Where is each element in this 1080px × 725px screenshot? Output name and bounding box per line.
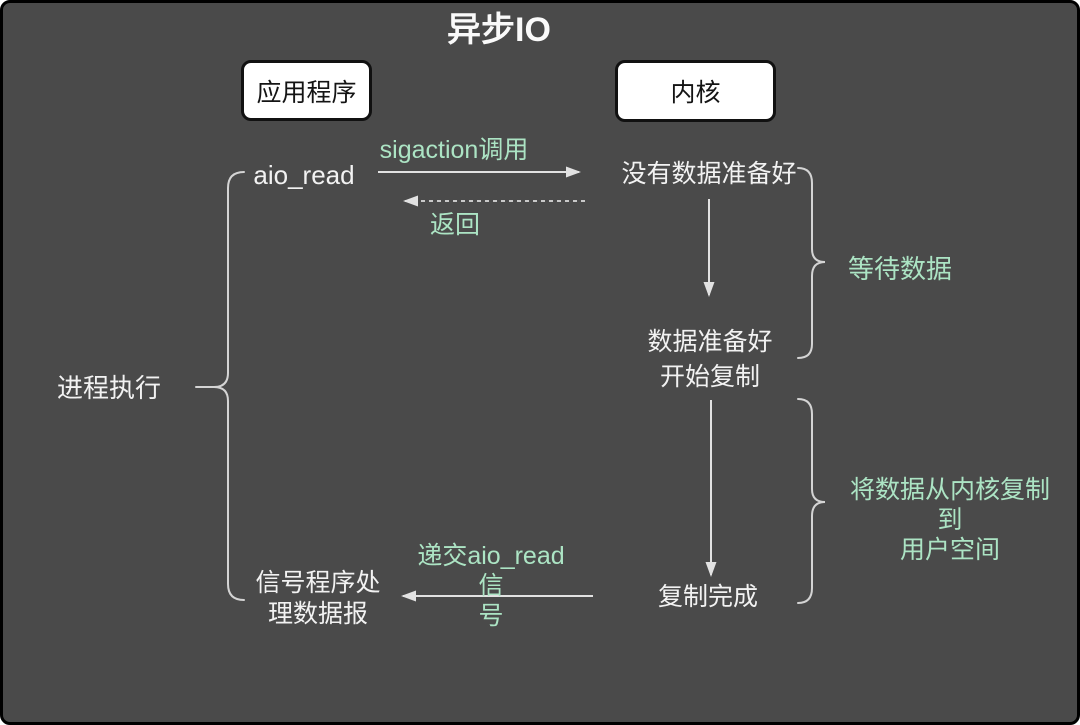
node-data-ready-start-copy: 数据准备好 开始复制 xyxy=(647,328,773,391)
node-copy-complete: 复制完成 xyxy=(657,583,758,611)
node-no-data-ready: 没有数据准备好 xyxy=(621,160,797,188)
node-aio-read: aio_read xyxy=(253,160,355,190)
brace-process-execution xyxy=(213,171,245,601)
node-signal-handler: 信号程序处 理数据报 xyxy=(255,569,381,628)
label-return: 返回 xyxy=(429,211,480,239)
annotation-wait-data: 等待数据 xyxy=(848,254,953,284)
connector-layer xyxy=(195,166,826,604)
label-sigaction-call: sigaction调用 xyxy=(379,136,529,164)
process-execution-label: 进程执行 xyxy=(56,373,161,403)
application-box-label: 应用程序 xyxy=(256,78,357,107)
kernel-box-label: 内核 xyxy=(670,79,721,107)
page-title: 异步IO xyxy=(447,11,551,49)
brace-copy-to-user xyxy=(797,398,826,604)
label-deliver-aio-read-signal: 递交aio_read信 号 xyxy=(417,542,565,630)
brace-wait-data xyxy=(797,167,826,359)
annotation-copy-kernel-to-user: 将数据从内核复制到 用户空间 xyxy=(849,476,1050,564)
kernel-box: 内核 xyxy=(615,60,776,122)
application-box: 应用程序 xyxy=(241,60,372,121)
